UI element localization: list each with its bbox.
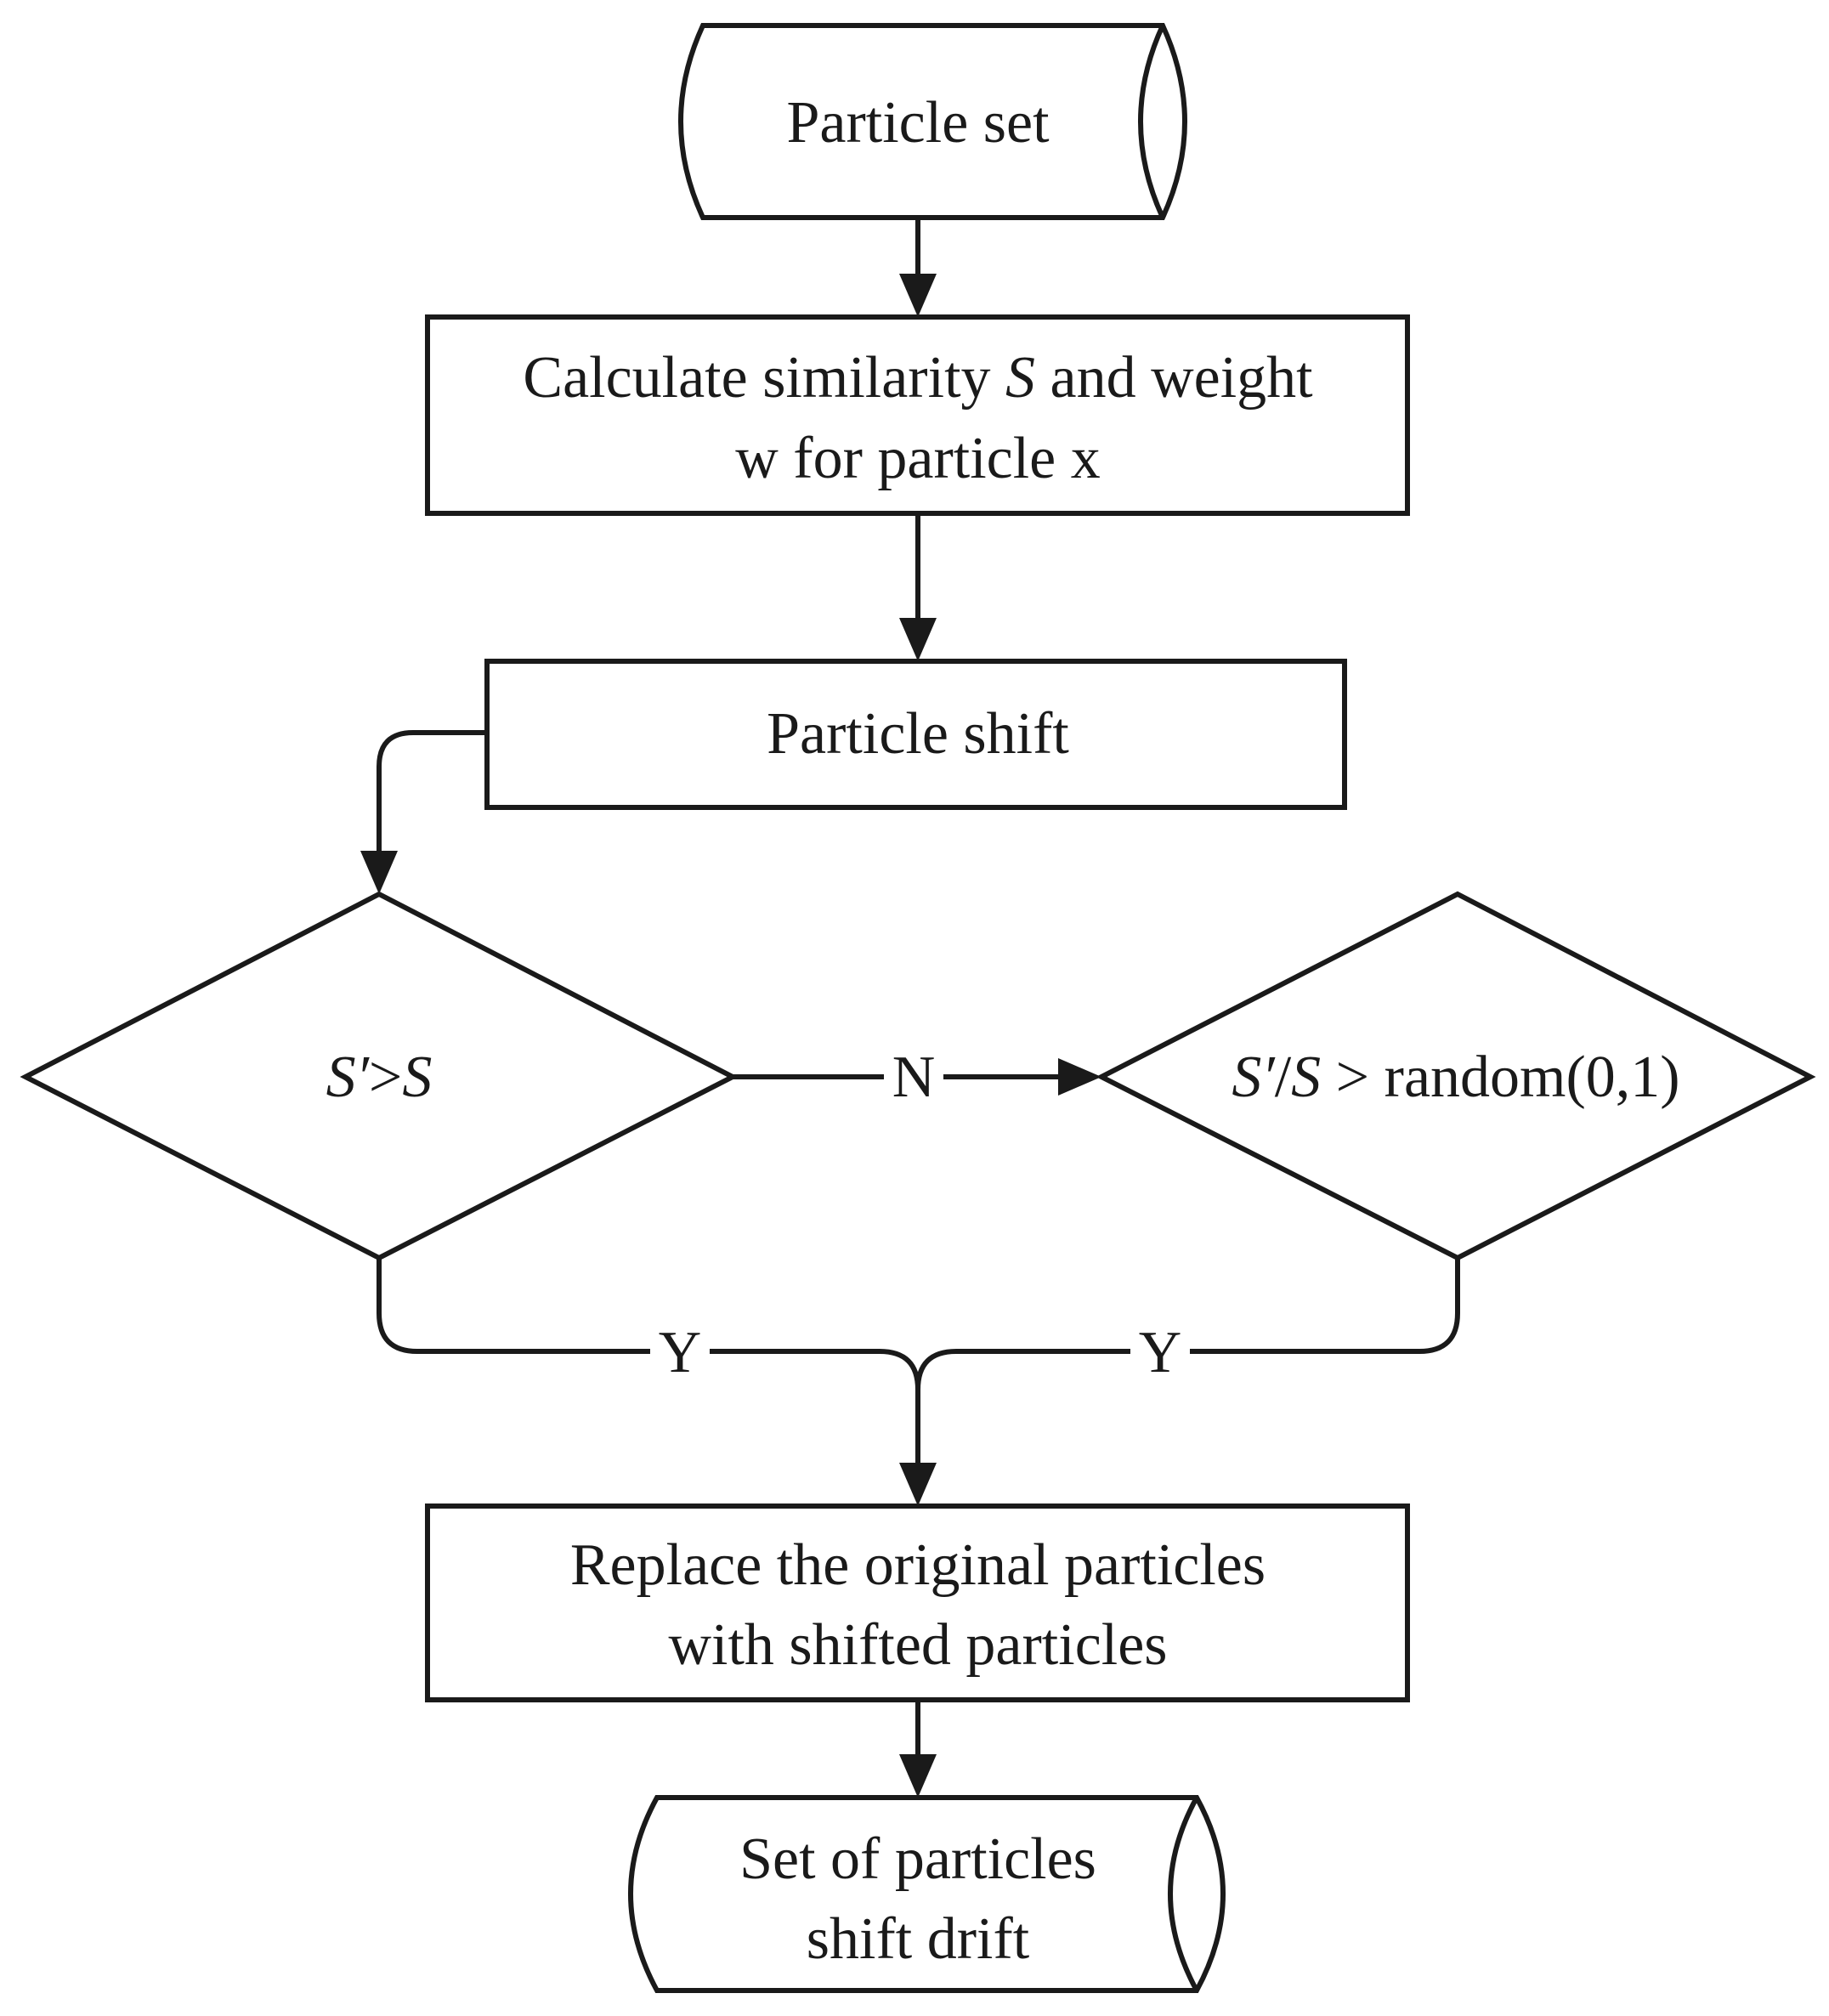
edge-decision-1-to-replace-yes: Y [377, 1258, 920, 1463]
node-output-line1: Set of particles [739, 1826, 1096, 1892]
edge-set-to-calculate [899, 218, 937, 317]
node-output-line2: shift drift [807, 1906, 1030, 1972]
arrowhead-merge [899, 1463, 937, 1506]
node-decision-2: S′/S > random(0,1) [1096, 891, 1816, 1261]
arrowhead [899, 618, 937, 661]
storage-shape-inner-curve [1168, 1796, 1199, 1992]
edge-label-no: N [892, 1045, 936, 1110]
edge-shift-to-decision-1 [360, 730, 487, 894]
node-calculate-line2: w for particle x [735, 426, 1101, 491]
node-particle-set-label: Particle set [786, 90, 1050, 156]
node-decision-2-label: S′/S > random(0,1) [1232, 1045, 1679, 1110]
process-box [425, 1504, 1410, 1702]
edge-decision-2-to-replace-yes: Y [915, 1258, 1460, 1390]
node-decision-1-label: S′>S [326, 1045, 433, 1110]
edge-decision-1-to-decision-2-no: N [733, 1041, 1101, 1113]
arrowhead [1058, 1058, 1101, 1096]
node-output: Set of particles shift drift [628, 1795, 1226, 1993]
node-particle-set: Particle set [678, 23, 1187, 220]
edge-calculate-to-shift [899, 513, 937, 661]
storage-shape-inner-curve [1138, 24, 1165, 219]
edge-label-yes-right: Y [1139, 1320, 1182, 1385]
node-replace: Replace the original particles with shif… [425, 1504, 1410, 1702]
node-particle-shift: Particle shift [484, 659, 1347, 810]
arrowhead [899, 1754, 937, 1798]
arrowhead [899, 274, 937, 317]
edge-replace-to-output [899, 1700, 937, 1798]
node-decision-1: S′>S [20, 891, 739, 1261]
edge-label-yes-left: Y [659, 1320, 702, 1385]
process-box [425, 314, 1410, 516]
node-calculate: Calculate similarity S and weight w for … [425, 314, 1410, 516]
node-particle-shift-label: Particle shift [767, 701, 1069, 767]
node-replace-line2: with shifted particles [668, 1612, 1167, 1678]
node-replace-line1: Replace the original particles [570, 1532, 1266, 1598]
arrowhead [360, 851, 398, 894]
node-calculate-line1: Calculate similarity S and weight [523, 345, 1313, 411]
